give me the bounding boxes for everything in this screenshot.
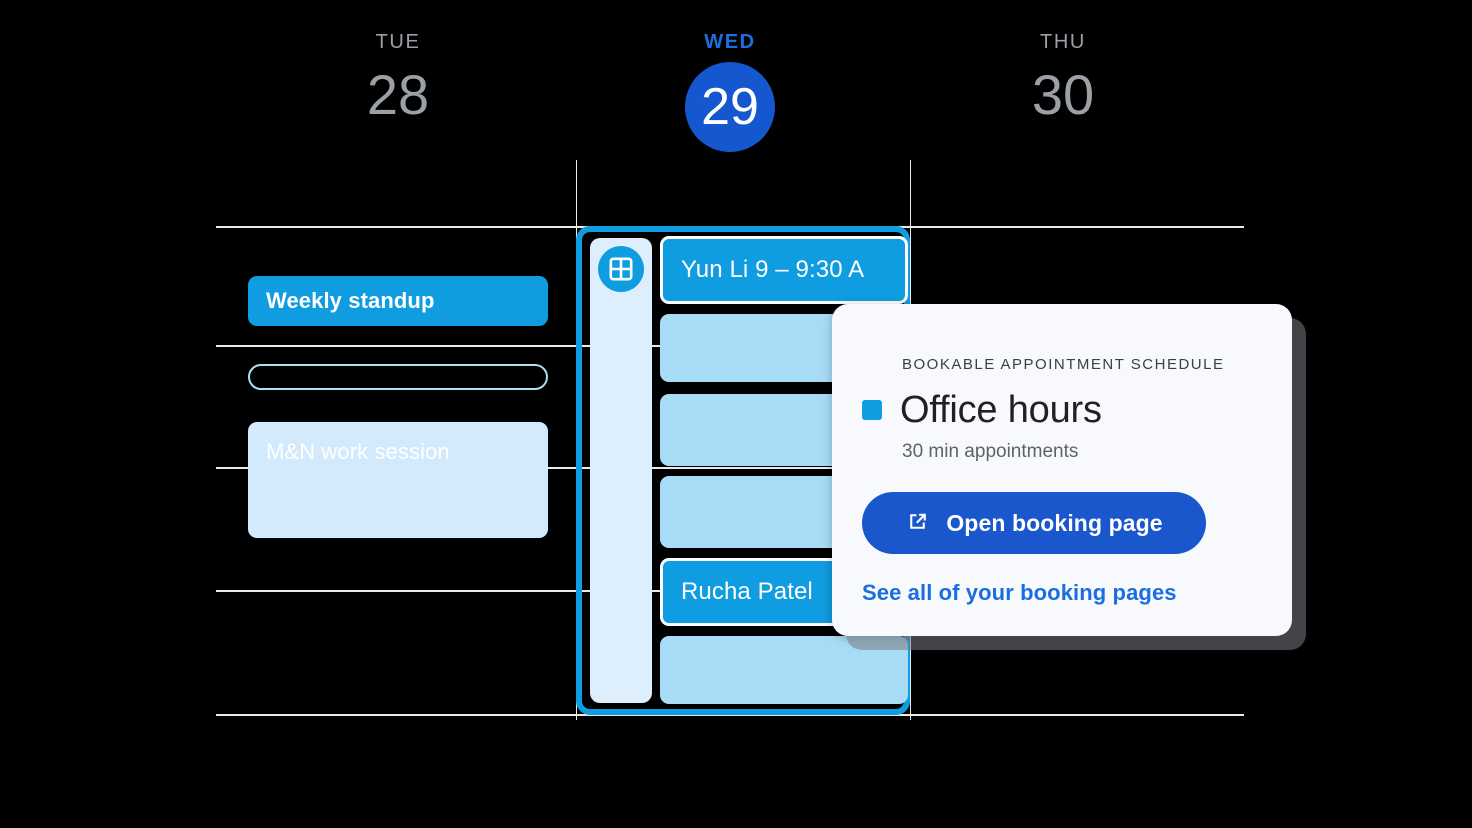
booking-details-card: BOOKABLE APPOINTMENT SCHEDULE Office hou…	[832, 304, 1292, 636]
day-name-tue: TUE	[375, 31, 421, 53]
appointment-slot-label: Rucha Patel	[681, 578, 813, 605]
event-title: Weekly standup	[266, 288, 435, 313]
day-name-wed: WED	[704, 31, 756, 53]
calendar-color-swatch	[862, 400, 882, 420]
event-weekly-standup[interactable]: Weekly standup	[248, 276, 548, 326]
open-in-new-icon	[905, 509, 930, 537]
appointment-schedule-strip[interactable]	[590, 238, 652, 703]
event-mn-work-session[interactable]: M&N work session	[248, 422, 548, 538]
appointment-slot-open[interactable]	[660, 636, 908, 704]
appointment-slot-booked[interactable]: Yun Li 9 – 9:30 A	[660, 236, 908, 304]
day-header-tue[interactable]: TUE 28	[298, 30, 498, 126]
card-title: Office hours	[900, 389, 1102, 431]
day-number-thu[interactable]: 30	[1031, 63, 1095, 126]
day-header-thu[interactable]: THU 30	[963, 30, 1163, 126]
day-number-wed-selected[interactable]: 29	[685, 62, 775, 152]
grid-icon[interactable]	[598, 246, 644, 292]
event-empty-outline[interactable]	[248, 364, 548, 390]
day-name-thu: THU	[1040, 31, 1086, 53]
hour-line-3	[216, 467, 1244, 469]
hour-line-5	[216, 714, 1244, 716]
card-subtitle: 30 min appointments	[902, 441, 1079, 462]
open-booking-page-label: Open booking page	[946, 509, 1163, 536]
appointment-slot-label: Yun Li 9 – 9:30 A	[681, 256, 865, 283]
card-eyebrow-label: BOOKABLE APPOINTMENT SCHEDULE	[902, 356, 1225, 373]
open-booking-page-button[interactable]: Open booking page	[862, 492, 1206, 554]
day-header-wed[interactable]: WED 29	[630, 30, 830, 152]
card-title-row: Office hours	[862, 388, 1248, 432]
see-all-booking-pages-link[interactable]: See all of your booking pages	[862, 580, 1177, 605]
day-number-tue[interactable]: 28	[366, 63, 430, 126]
event-title: M&N work session	[266, 439, 450, 464]
